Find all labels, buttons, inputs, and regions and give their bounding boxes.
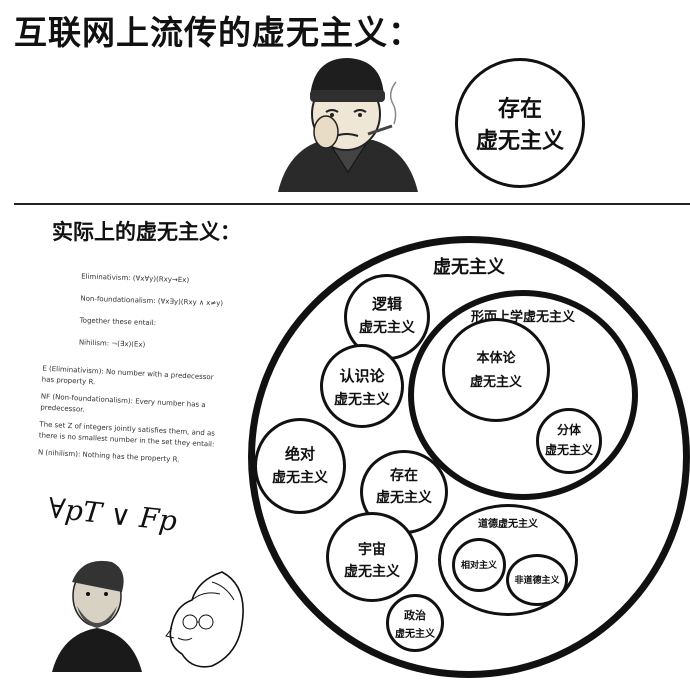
political-nihilism-circle: 政治 虚无主义 [386, 594, 444, 652]
amoralism-circle: 非道德主义 [506, 554, 568, 606]
circle-line-2: 虚无主义 [544, 443, 593, 457]
circle-label: 形而上学虚无主义 [470, 310, 575, 325]
circle-line-2: 虚无主义 [376, 490, 432, 506]
section-divider [14, 203, 690, 205]
note-line: Nihilism: ¬(∃x)(Ex) [78, 338, 146, 349]
circle-line-1: 绝对 [284, 445, 315, 463]
relativism-circle: 相对主义 [452, 538, 506, 592]
mereological-nihilism-circle: 分体 虚无主义 [536, 408, 602, 474]
logic-notes: Eliminativism: (∀x∀y)(Rxy→Ex) Non-founda… [79, 266, 225, 359]
bubble-line-1: 存在 [497, 97, 542, 122]
circle-line-2: 虚无主义 [272, 470, 328, 486]
logical-nihilism-circle: 逻辑 虚无主义 [344, 274, 430, 360]
circle-line-2: 虚无主义 [344, 564, 400, 580]
circle-label: 相对主义 [460, 561, 497, 571]
ontological-nihilism-circle: 本体论 虚无主义 [442, 318, 550, 422]
circle-line-1: 逻辑 [371, 295, 402, 313]
section-title: 实际上的虚无主义： [52, 220, 241, 244]
circle-line-2: 虚无主义 [469, 375, 522, 390]
absolute-nihilism-circle: 绝对 虚无主义 [254, 418, 346, 514]
circle-line-1: 本体论 [476, 351, 516, 366]
circle-line-1: 认识论 [339, 367, 385, 385]
bubble-line-2: 虚无主义 [475, 129, 564, 154]
circle-line-1: 分体 [556, 423, 581, 437]
circle-line-2: 虚无主义 [359, 320, 415, 336]
portrait-illustration [42, 552, 152, 672]
wojak-smoking-illustration [278, 58, 418, 192]
definitions-notes: E (Eliminativism): No number with a pred… [38, 363, 218, 467]
page-title: 互联网上流传的虚无主义： [14, 13, 422, 52]
circle-line-1: 存在 [390, 468, 418, 484]
epistemological-nihilism-circle: 认识论 虚无主义 [320, 344, 404, 428]
outer-circle-label: 虚无主义 [433, 257, 505, 278]
circle-line-1: 政治 [404, 609, 426, 622]
sketch-head-illustration [165, 571, 244, 668]
existential-nihilism-circle: 存在 虚无主义 [360, 450, 448, 534]
existential-nihilism-bubble: 存在 虚无主义 [455, 58, 585, 188]
circle-line-1: 宇宙 [358, 542, 386, 558]
circle-line-2: 虚无主义 [334, 392, 390, 408]
cosmic-nihilism-circle: 宇宙 虚无主义 [326, 512, 418, 602]
circle-line-2: 虚无主义 [395, 629, 435, 640]
circle-label: 非道德主义 [514, 576, 560, 586]
circle-label: 道德虚无主义 [478, 519, 538, 530]
logic-formula: ∀pT ∨ Fp [46, 491, 179, 538]
